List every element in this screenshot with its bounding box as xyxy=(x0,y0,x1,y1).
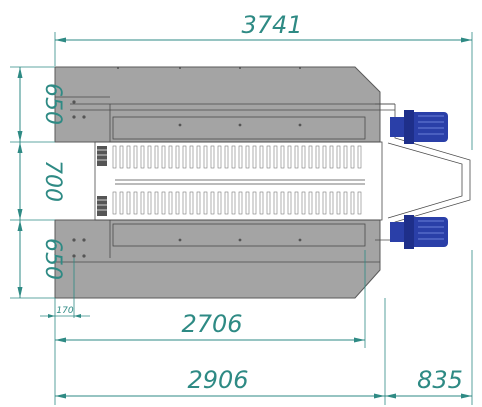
slat xyxy=(350,145,355,169)
slat xyxy=(280,191,285,215)
slat xyxy=(245,191,250,215)
slat xyxy=(196,191,201,215)
dim-top-section: 650 xyxy=(40,83,65,125)
top-rail-housing xyxy=(112,116,366,140)
slat xyxy=(140,191,145,215)
slat xyxy=(357,191,362,215)
slat xyxy=(322,145,327,169)
slat xyxy=(322,191,327,215)
slat xyxy=(203,191,208,215)
slat xyxy=(217,191,222,215)
slat xyxy=(350,191,355,215)
slat xyxy=(182,191,187,215)
slat xyxy=(126,191,131,215)
mounting-holes xyxy=(72,67,302,258)
dim-bottom-section: 650 xyxy=(40,238,65,280)
slat xyxy=(315,145,320,169)
slat xyxy=(189,191,194,215)
slat xyxy=(147,191,152,215)
machine-body xyxy=(54,66,471,299)
slat xyxy=(154,145,159,169)
dim-frame-length: 2906 xyxy=(187,366,248,394)
slat xyxy=(336,145,341,169)
slat xyxy=(238,191,243,215)
slat xyxy=(175,191,180,215)
dim-conveyor-length: 2706 xyxy=(181,310,242,338)
bottom-rail-housing xyxy=(112,223,366,247)
slat xyxy=(301,145,306,169)
slat xyxy=(245,145,250,169)
slat xyxy=(119,145,124,169)
slat xyxy=(168,145,173,169)
slat xyxy=(301,191,306,215)
slat xyxy=(224,191,229,215)
slat xyxy=(161,191,166,215)
slat xyxy=(343,191,348,215)
slat xyxy=(182,145,187,169)
slat xyxy=(112,145,117,169)
slat xyxy=(119,191,124,215)
dimension-annotations: 3741 650 700 650 170 2706 xyxy=(10,11,473,405)
slat xyxy=(196,145,201,169)
slat xyxy=(252,145,257,169)
slat xyxy=(238,145,243,169)
slat xyxy=(224,145,229,169)
dim-hole-offset: 170 xyxy=(56,306,73,316)
slat xyxy=(203,145,208,169)
dim-drive-extension: 835 xyxy=(417,366,463,394)
slat xyxy=(147,145,152,169)
conveyor-bed xyxy=(94,141,383,221)
slat xyxy=(329,191,334,215)
slat xyxy=(273,145,278,169)
slat xyxy=(133,145,138,169)
slat xyxy=(126,145,131,169)
slat xyxy=(308,145,313,169)
slat xyxy=(266,145,271,169)
slat xyxy=(133,191,138,215)
slat xyxy=(329,145,334,169)
slat xyxy=(259,145,264,169)
slat xyxy=(217,145,222,169)
conveyor-slats xyxy=(112,145,362,215)
slat xyxy=(315,191,320,215)
slat xyxy=(189,145,194,169)
slat xyxy=(280,145,285,169)
bottom-frame-plate xyxy=(54,219,381,299)
slat xyxy=(231,191,236,215)
slat xyxy=(287,145,292,169)
slat xyxy=(252,191,257,215)
slat xyxy=(343,145,348,169)
slat xyxy=(294,191,299,215)
slat xyxy=(336,191,341,215)
slat xyxy=(266,191,271,215)
slat xyxy=(161,145,166,169)
slat xyxy=(210,191,215,215)
slat xyxy=(231,145,236,169)
slat xyxy=(154,191,159,215)
dim-overall-length: 3741 xyxy=(241,11,302,39)
top-frame-plate xyxy=(54,66,381,143)
slat xyxy=(273,191,278,215)
slat xyxy=(259,191,264,215)
dim-middle-gap: 700 xyxy=(40,160,65,202)
slat xyxy=(140,145,145,169)
slat xyxy=(308,191,313,215)
bottom-drive-motor xyxy=(390,215,448,249)
slat xyxy=(112,191,117,215)
slat xyxy=(294,145,299,169)
slat xyxy=(175,145,180,169)
left-chain-ends xyxy=(97,146,107,216)
slat xyxy=(168,191,173,215)
slat xyxy=(210,145,215,169)
top-drive-motor xyxy=(390,110,448,144)
slat xyxy=(287,191,292,215)
slat xyxy=(357,145,362,169)
